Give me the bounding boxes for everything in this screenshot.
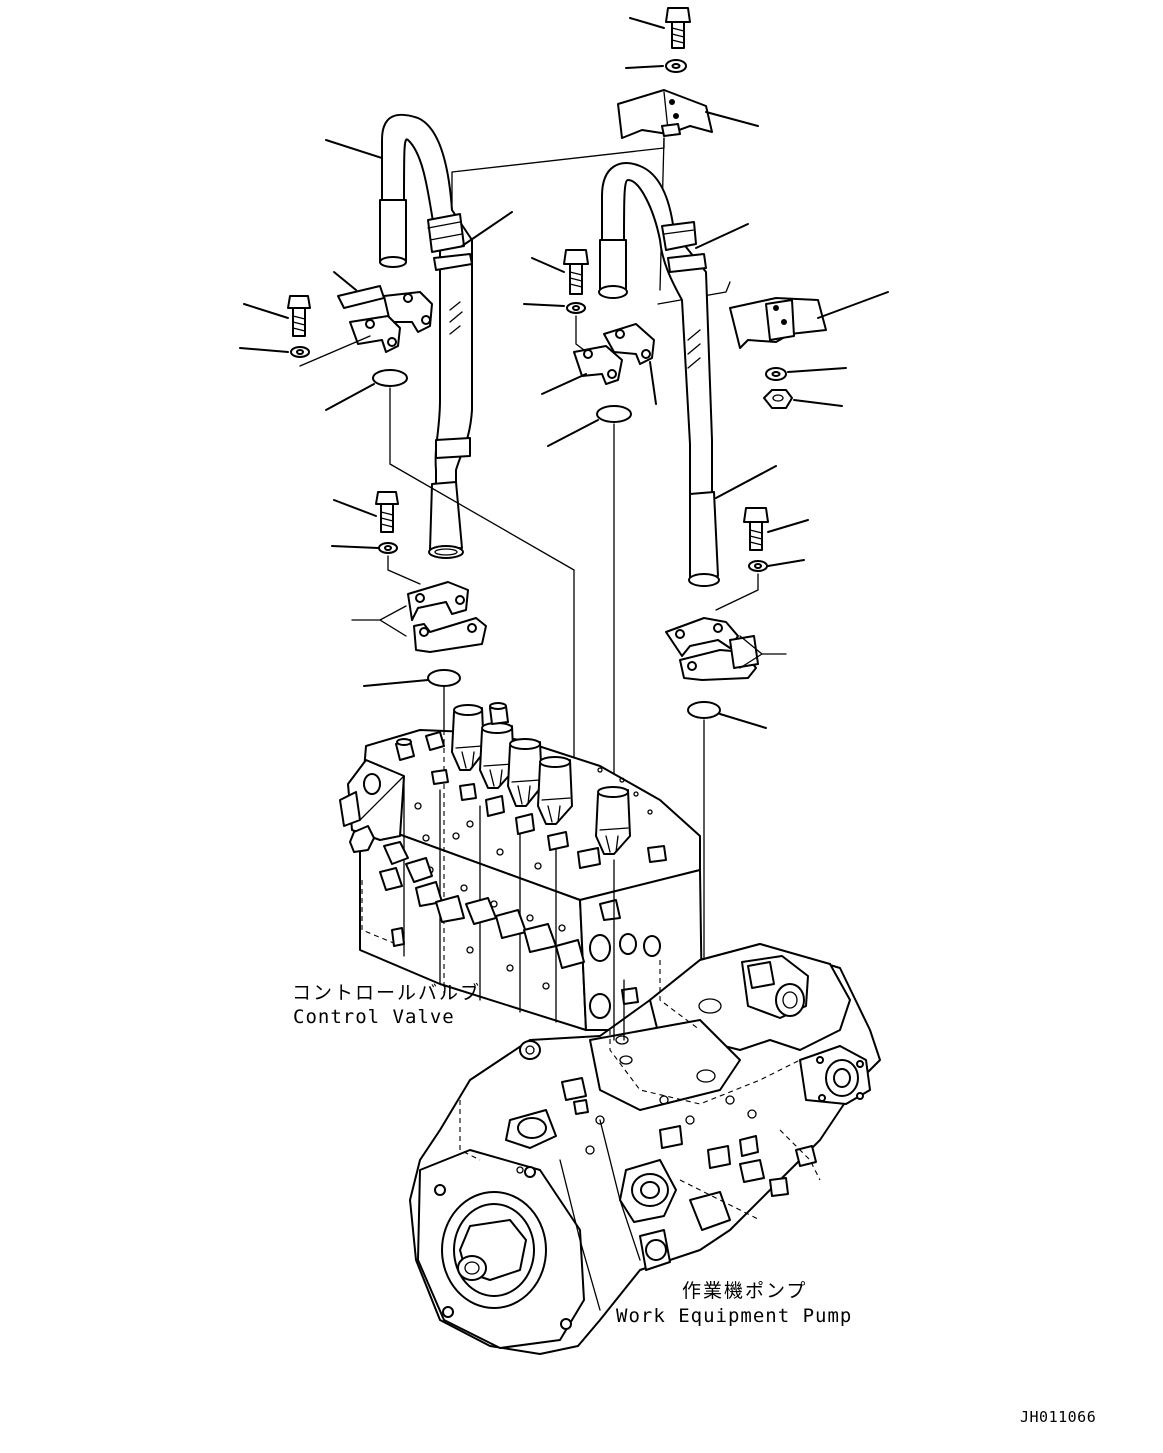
- center-oring: [596, 405, 632, 423]
- ref-left-upper-flange: [299, 335, 371, 367]
- leader-left-hose: [325, 139, 383, 159]
- leader-left-band: [461, 211, 513, 247]
- control-valve-ports: [379, 802, 661, 1019]
- top-bolt: [665, 7, 691, 49]
- left-upper-bolt: [287, 295, 311, 337]
- leader-left-upper-oring: [325, 383, 375, 411]
- leader-top-washer: [625, 65, 664, 69]
- leader-center-oring: [547, 419, 599, 447]
- leader-right-lower-flange: [739, 635, 787, 669]
- leader-right-lower-bolt: [767, 519, 809, 533]
- leader-right-lower-oring: [719, 713, 767, 729]
- right-lower-washer: [748, 560, 768, 572]
- control-valve-label-en: Control Valve: [293, 1006, 455, 1028]
- leader-center-flange-a: [541, 373, 587, 395]
- ref-line-clamp2: [657, 281, 731, 305]
- leader-right-clamp-washer: [787, 367, 847, 373]
- right-lower-flange-tag: [729, 635, 759, 669]
- leader-center-flange-b: [649, 361, 657, 405]
- right-lower-bolt: [743, 507, 769, 551]
- leader-left-upper-bolt: [243, 303, 289, 319]
- left-lower-oring: [427, 669, 461, 687]
- drawing-number: JH011066: [1020, 1408, 1097, 1426]
- left-lower-washer: [378, 542, 398, 554]
- left-upper-flange-tag: [337, 285, 385, 309]
- ref-center-washer: [575, 315, 585, 351]
- control-valve-spool-caps: [395, 702, 667, 869]
- left-upper-oring: [372, 369, 408, 387]
- pump-label-jp: 作業機ポンプ: [682, 1280, 808, 1302]
- leader-left-lower-oring: [363, 679, 429, 687]
- left-hose: [379, 113, 473, 559]
- top-washer: [665, 59, 687, 73]
- right-clamp-washer: [765, 367, 787, 381]
- leader-right-clamp-plate: [817, 291, 889, 319]
- right-clamp-plate: [729, 297, 827, 349]
- ref-left-upper-oring: [389, 387, 575, 761]
- right-clamp-nut: [763, 389, 793, 409]
- leader-left-lower-flange: [351, 605, 407, 637]
- leader-right-hose: [715, 465, 777, 499]
- leader-left-upper-flange: [333, 271, 357, 291]
- ref-right-lower-washer: [715, 573, 759, 611]
- leader-center-washer: [523, 303, 565, 307]
- leader-left-lower-washer: [331, 545, 379, 549]
- ref-left-lower-washer: [387, 555, 421, 585]
- left-lower-bolt: [375, 491, 399, 533]
- top-clamp-plate: [617, 89, 713, 139]
- ref-control-valve-pump: [613, 859, 625, 1041]
- leader-left-upper-washer: [239, 347, 289, 353]
- left-upper-split-flange: [349, 291, 433, 353]
- leader-center-bolt: [531, 257, 565, 273]
- leader-top-bolt: [629, 17, 665, 29]
- right-lower-oring: [687, 701, 721, 719]
- leader-right-clamp-nut: [793, 399, 843, 407]
- leader-right-lower-washer: [767, 559, 805, 567]
- left-lower-split-flange: [407, 581, 487, 653]
- center-bolt: [563, 249, 589, 295]
- leader-top-clamp: [705, 111, 759, 127]
- center-washer: [566, 302, 586, 314]
- leader-right-hose-band: [695, 223, 749, 249]
- right-hose: [598, 162, 720, 587]
- control-valve-label-jp: コントロールバルブ: [292, 982, 482, 1004]
- pump-label-en: Work Equipment Pump: [616, 1305, 853, 1327]
- leader-left-lower-bolt: [333, 499, 377, 517]
- left-upper-washer: [290, 346, 310, 358]
- work-equipment-pump-body: [409, 943, 881, 1355]
